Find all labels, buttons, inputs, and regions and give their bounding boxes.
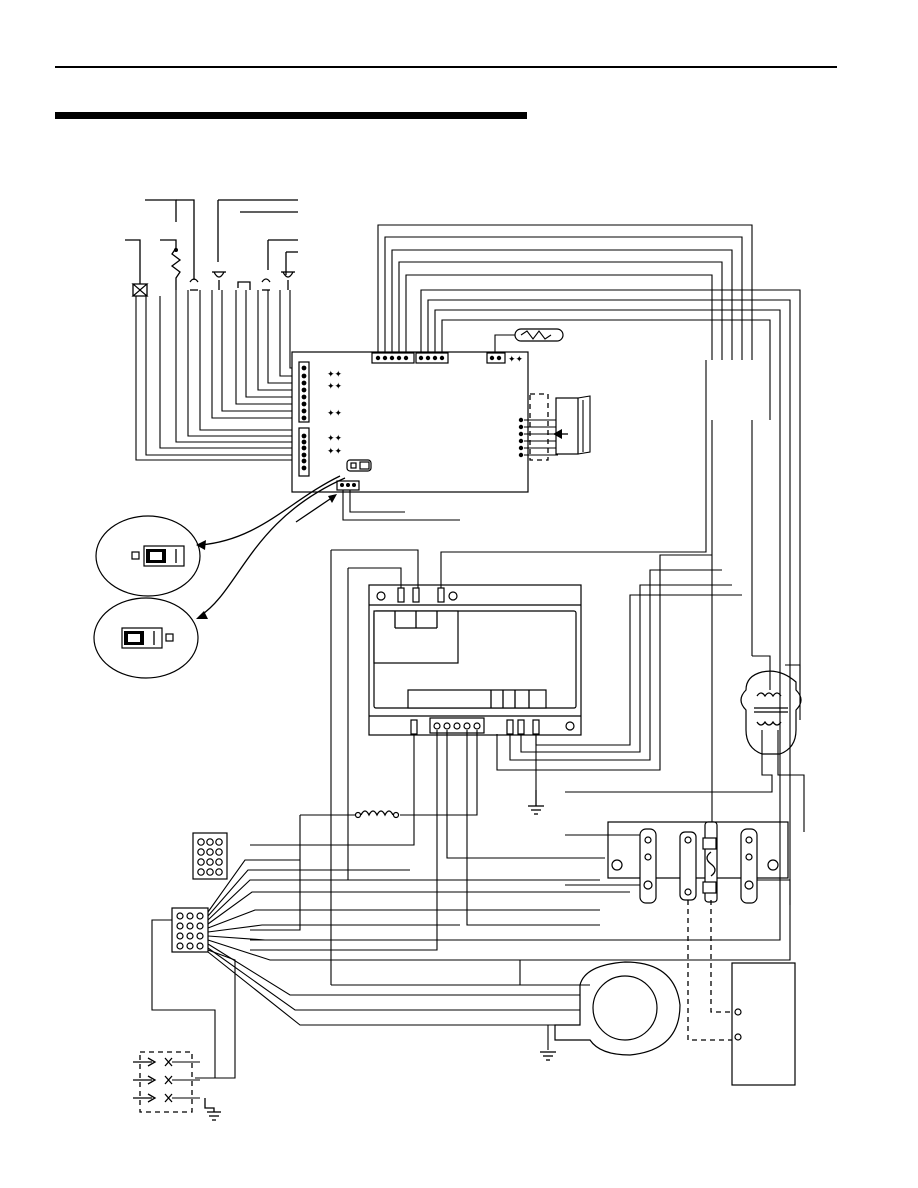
inducer-blower-motor — [331, 962, 680, 1060]
aux-limit-switch-icon — [281, 272, 295, 290]
thermistor-icon — [172, 248, 180, 290]
svg-text:✦✦: ✦✦ — [327, 446, 343, 456]
flame-rollout-switch-icon — [262, 279, 270, 290]
svg-text:✦✦: ✦✦ — [327, 408, 343, 418]
limit-switch-icon — [190, 279, 198, 290]
ground-icon — [528, 790, 544, 814]
board-dip-switch[interactable] — [347, 460, 371, 471]
door-switch-block — [133, 1052, 221, 1120]
svg-text:✦✦: ✦✦ — [327, 381, 343, 391]
connector-pinout-icon — [193, 833, 227, 879]
pressure-switch-icon — [212, 272, 226, 290]
board-right-connector — [519, 394, 590, 460]
svg-text:✦✦: ✦✦ — [508, 354, 524, 364]
sensor-switch-group — [125, 200, 303, 460]
callout-arrows — [196, 476, 345, 619]
svg-text:✦✦: ✦✦ — [327, 369, 343, 379]
fuse-icon — [495, 329, 563, 353]
gas-valve-icon — [133, 284, 147, 296]
ignition-control-module — [369, 585, 581, 735]
power-box — [732, 963, 795, 1085]
control-board: ✦✦ ✦✦ ✦✦ ✦✦ ✦✦ ✦✦ — [292, 329, 590, 520]
dip-switch-position-a — [96, 516, 200, 596]
left-header-pins — [302, 366, 307, 471]
dip-switch-position-b — [94, 598, 198, 678]
ground-icon — [205, 1098, 221, 1120]
ground-icon — [540, 1052, 556, 1060]
rollout-switch-icon — [238, 282, 250, 290]
svg-text:✦✦: ✦✦ — [327, 433, 343, 443]
